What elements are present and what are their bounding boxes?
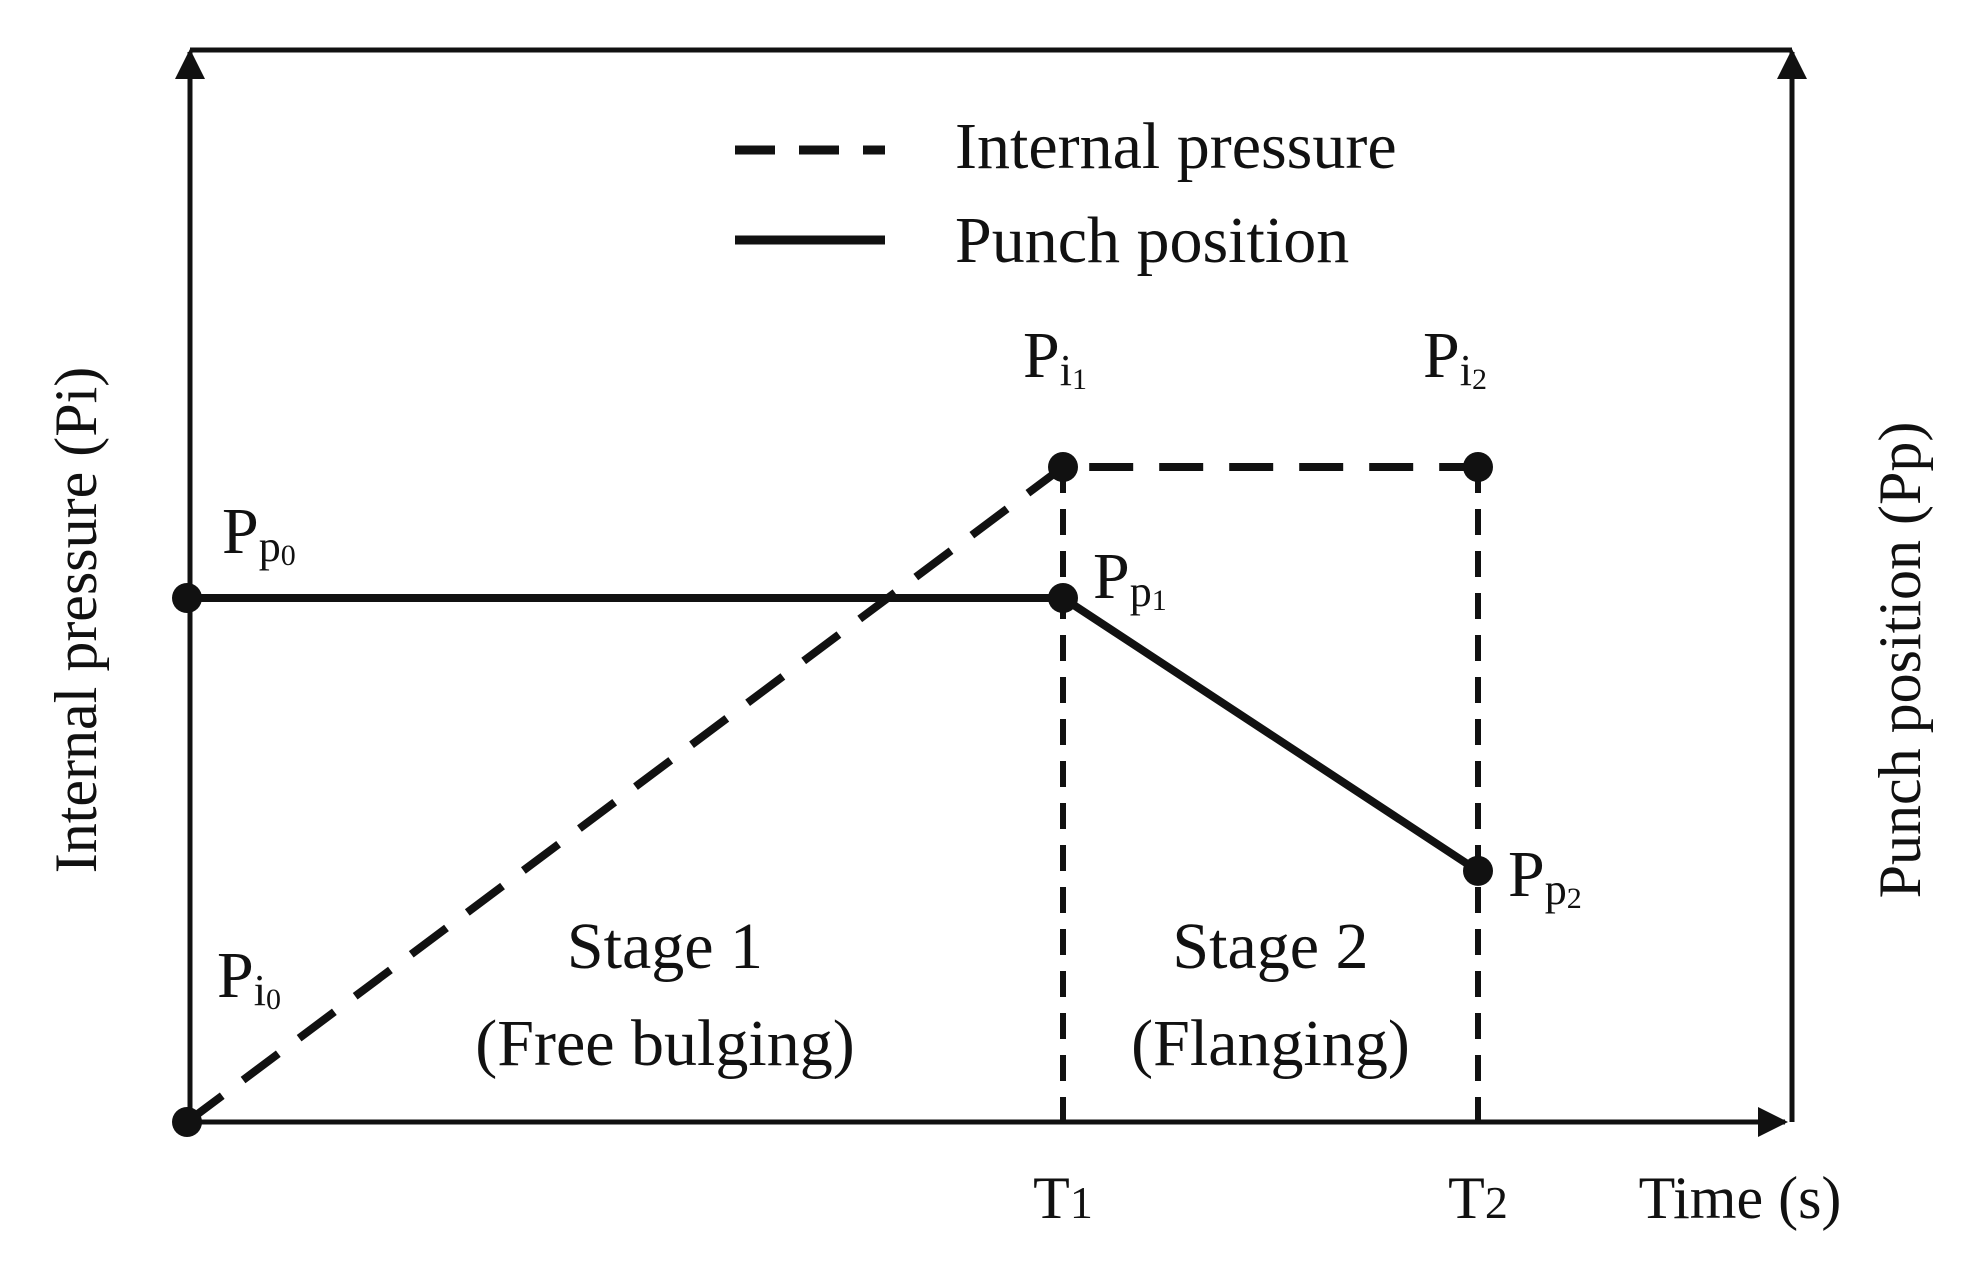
data-point-label-pi0: Pi0 xyxy=(217,939,281,1016)
stage-boundaries xyxy=(1060,467,1481,1122)
data-point-label-pp0: Pp0 xyxy=(222,495,296,572)
x-tick-label-t2: T2 xyxy=(1448,1165,1508,1231)
data-point-label-pp1: Pp1 xyxy=(1093,540,1167,617)
data-point-pp2 xyxy=(1463,855,1493,886)
data-point-label-pp2: Pp2 xyxy=(1508,838,1582,915)
data-point-pi0 xyxy=(172,1107,202,1137)
left-axis-title: Internal pressure (Pi) xyxy=(43,367,109,873)
x-tick-label-t1: T1 xyxy=(1033,1165,1093,1231)
stage-description-2: (Flanging) xyxy=(1131,1007,1410,1080)
data-point-label-pi2: Pi2 xyxy=(1423,319,1487,396)
legend-label-punch-position: Punch position xyxy=(955,204,1349,277)
x-tick-labels-layer: T1 T2 xyxy=(1033,1165,1508,1231)
data-point-pp0 xyxy=(172,583,202,613)
data-point-pp1 xyxy=(1048,583,1078,613)
legend-label-internal-pressure: Internal pressure xyxy=(955,110,1397,183)
stage-labels-layer: Stage 1 (Free bulging) Stage 2 (Flanging) xyxy=(475,910,1410,1080)
data-point-pi2 xyxy=(1463,452,1493,482)
stage-description-1: (Free bulging) xyxy=(475,1007,854,1080)
x-axis-title-text: Time (s) xyxy=(1639,1165,1842,1231)
right-axis-title: Punch position (Pp) xyxy=(1867,422,1933,899)
stage-name-1: Stage 1 xyxy=(567,910,763,983)
data-point-label-pi1: Pi1 xyxy=(1023,319,1087,396)
stage-name-2: Stage 2 xyxy=(1172,910,1368,983)
x-axis-title: Time (s) xyxy=(1639,1165,1842,1231)
left-axis-title-text: Internal pressure (Pi) xyxy=(43,367,109,873)
legend: Internal pressure Punch position xyxy=(735,110,1397,277)
data-point-pi1 xyxy=(1048,452,1078,482)
right-axis-title-text: Punch position (Pp) xyxy=(1867,422,1933,899)
points-layer xyxy=(172,452,1493,1137)
